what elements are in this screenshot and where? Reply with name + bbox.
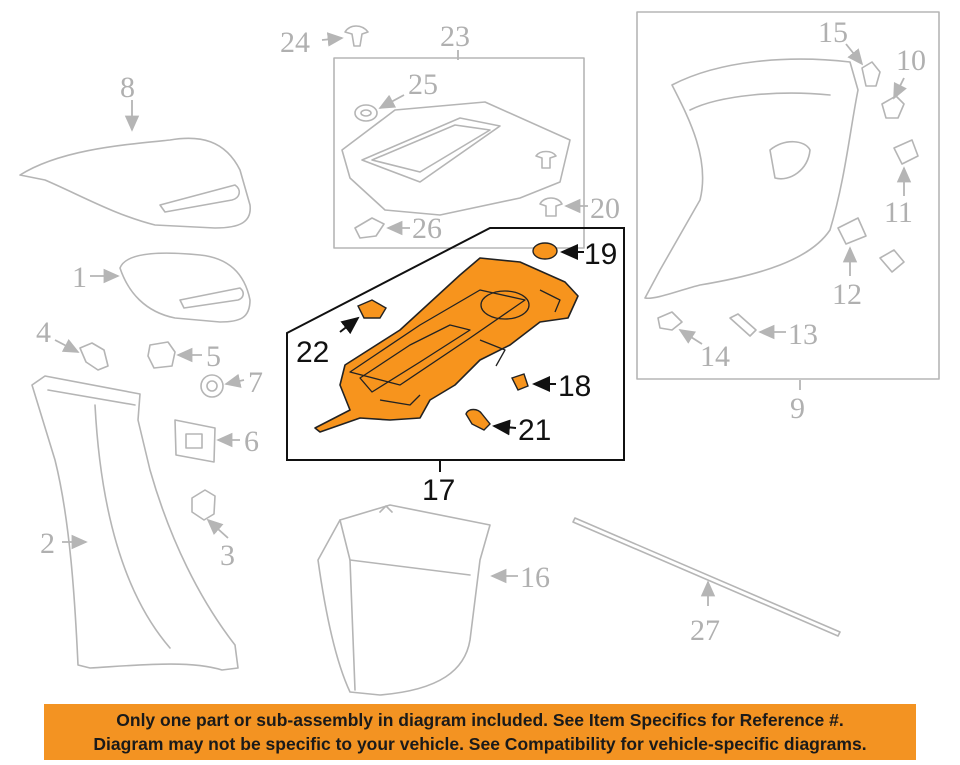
callout-23: 23: [440, 20, 470, 53]
callout-9: 9: [790, 392, 805, 425]
part-6-shape: [174, 419, 240, 463]
part-16-shape: [317, 504, 518, 696]
callout-24: 24: [280, 26, 310, 59]
part-15-shape: [845, 43, 881, 87]
part-23-box: [333, 50, 585, 249]
disclaimer-line-1: Only one part or sub-assembly in diagram…: [116, 710, 844, 730]
callout-15: 15: [818, 16, 848, 49]
disclaimer-banner: Only one part or sub-assembly in diagram…: [44, 704, 916, 760]
part-8-shape: [19, 100, 251, 229]
part-9-clip: [879, 249, 905, 273]
part-2-shape: [31, 375, 239, 671]
part-3-shape: [191, 489, 229, 539]
callout-11: 11: [884, 196, 913, 229]
callout-6: 6: [244, 425, 259, 458]
part-7-shape: [200, 373, 245, 398]
part-4-shape: [54, 338, 109, 371]
part-19-shape: [532, 242, 584, 260]
callout-10: 10: [896, 44, 926, 77]
callout-20: 20: [590, 192, 620, 225]
part-12-shape: [837, 217, 867, 276]
part-22-shape: [339, 299, 387, 335]
callout-13: 13: [788, 318, 818, 351]
callout-16: 16: [520, 561, 550, 594]
callout-25: 25: [408, 68, 438, 101]
part-24-shape: [321, 25, 369, 47]
callout-18: 18: [558, 370, 591, 403]
part-20-shape: [539, 197, 588, 217]
part-18-shape: [511, 373, 556, 392]
callout-4: 4: [36, 316, 51, 349]
part-17-highlight: [314, 257, 579, 433]
callout-21: 21: [518, 414, 551, 447]
callout-2: 2: [40, 527, 55, 560]
callout-19: 19: [584, 238, 617, 271]
callout-14: 14: [700, 340, 730, 373]
part-21-shape: [465, 408, 517, 436]
part-10-shape: [881, 77, 907, 119]
part-14-shape: [657, 311, 703, 345]
callout-5: 5: [206, 340, 221, 373]
callout-17: 17: [422, 474, 455, 507]
part-23-screw: [535, 150, 557, 169]
part-17-box: [286, 227, 625, 472]
part-11-shape: [893, 139, 919, 196]
callout-27: 27: [690, 614, 720, 647]
callout-1: 1: [72, 261, 87, 294]
part-27-shape: [572, 517, 841, 637]
disclaimer-line-2: Diagram may not be specific to your vehi…: [93, 734, 867, 754]
part-26-shape: [354, 217, 410, 239]
part-5-shape: [147, 341, 202, 369]
callout-26: 26: [412, 212, 442, 245]
callout-12: 12: [832, 278, 862, 311]
part-9-box: [636, 11, 940, 390]
part-13-shape: [729, 313, 786, 340]
callout-7: 7: [248, 366, 263, 399]
parts-diagram: 8 1 4 5 7 6 3 2: [19, 11, 940, 696]
part-1-shape: [90, 252, 251, 323]
callout-3: 3: [220, 539, 235, 572]
callout-22: 22: [296, 336, 329, 369]
part-25-shape: [354, 94, 405, 122]
callout-8: 8: [120, 71, 135, 104]
